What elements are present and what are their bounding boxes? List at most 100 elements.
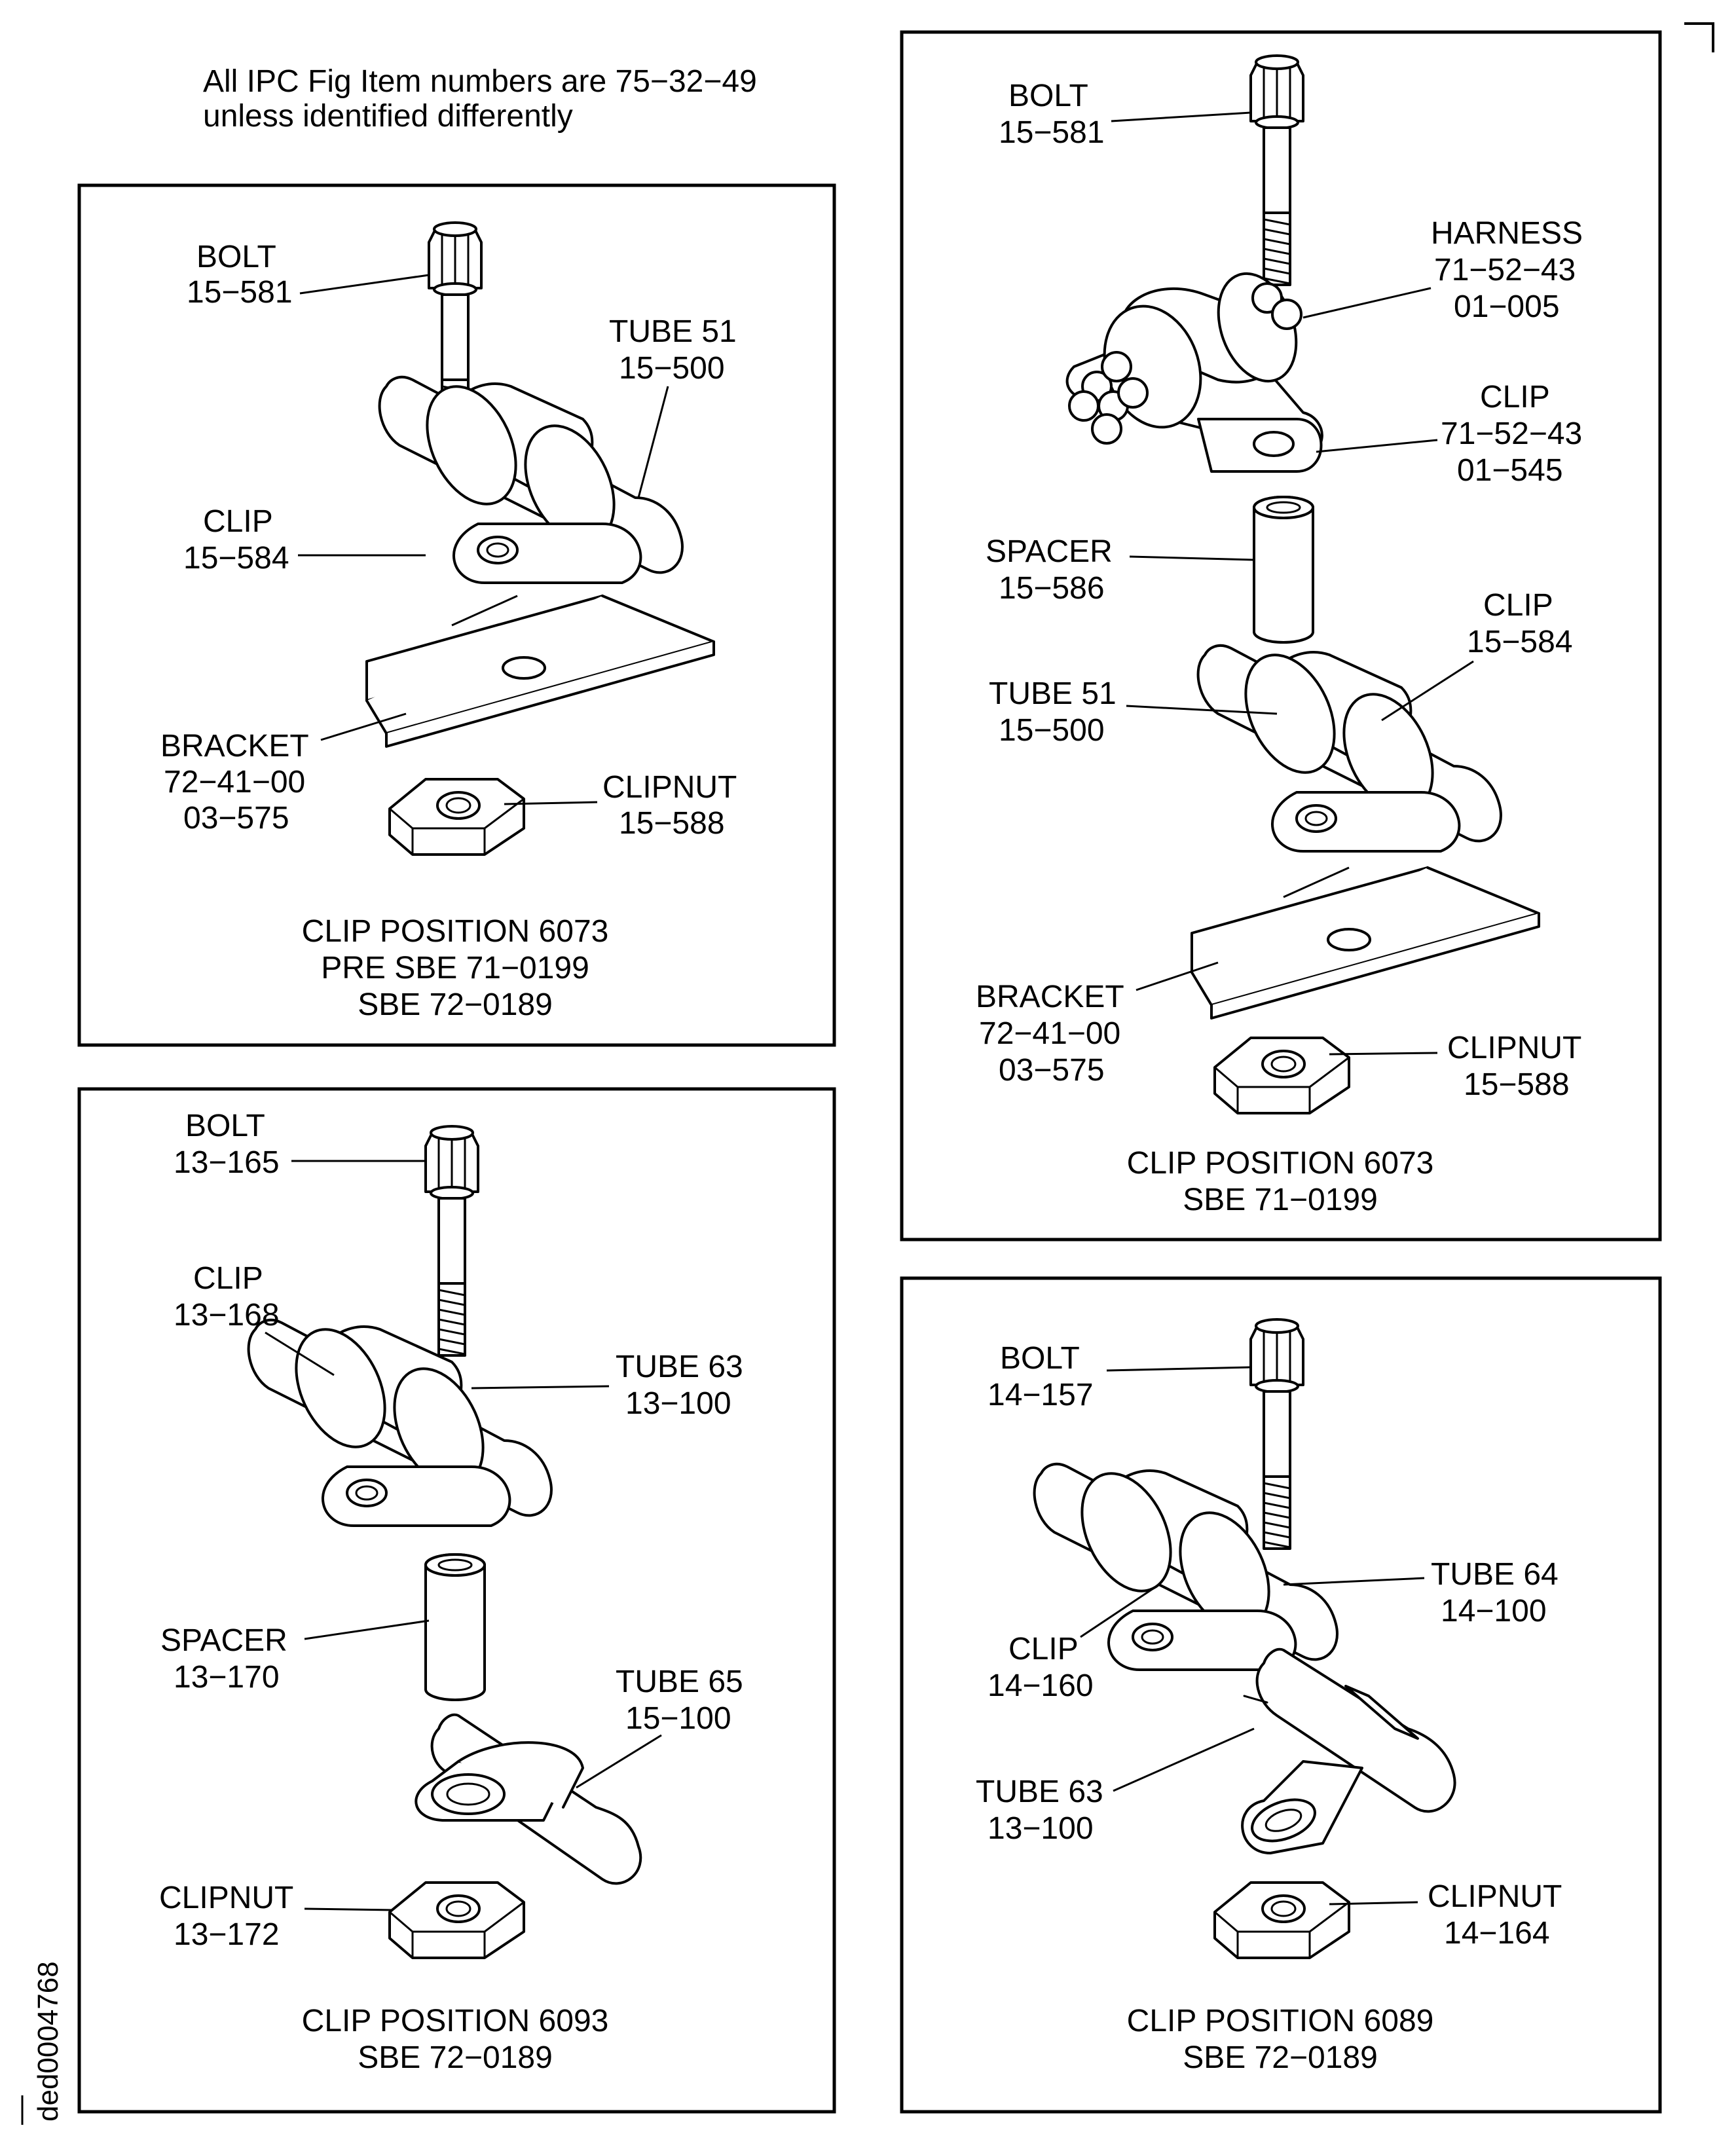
bracket-part	[365, 595, 715, 748]
tube65-label: TUBE 65	[616, 1665, 743, 1699]
clipnut-number: 14−164	[1444, 1916, 1550, 1951]
clip-a-number-1: 71−52−43	[1441, 416, 1582, 451]
caption-line-1: CLIP POSITION 6093	[302, 2004, 609, 2038]
clipnut-part	[388, 778, 525, 856]
tube63-leader	[471, 1385, 610, 1389]
clip-a-number-2: 01−545	[1457, 453, 1563, 488]
clipnut-leader	[304, 1907, 394, 1911]
harness-number-2: 01−005	[1454, 289, 1560, 324]
clip-tube-part	[1033, 1458, 1339, 1671]
tube63-clip-part	[1241, 1647, 1456, 1854]
corner-mark	[1684, 22, 1714, 52]
spacer-number: 13−170	[174, 1660, 280, 1695]
harness-clip-part	[1065, 272, 1323, 473]
clipnut-number: 15−588	[1464, 1067, 1570, 1102]
bracket-label: BRACKET	[160, 729, 309, 763]
bolt-number: 15−581	[999, 115, 1105, 150]
tube64-label: TUBE 64	[1431, 1557, 1559, 1592]
bolt-leader	[1106, 1366, 1251, 1372]
clipnut-part	[1213, 1037, 1350, 1114]
bolt-part	[1249, 1318, 1304, 1550]
figure-id: ded0004768	[32, 1961, 64, 2122]
tube63-number: 13−100	[625, 1386, 731, 1421]
tube63-label: TUBE 63	[616, 1350, 743, 1384]
caption-line-1: CLIP POSITION 6089	[1127, 2004, 1434, 2038]
tube-number: 15−500	[619, 351, 725, 386]
bracket-number-2: 03−575	[999, 1053, 1105, 1088]
clipnut-label: CLIPNUT	[1428, 1879, 1562, 1914]
spacer-leader	[304, 1619, 430, 1640]
clip-label: CLIP	[203, 504, 273, 539]
clipnut-label: CLIPNUT	[1447, 1031, 1581, 1065]
tube-leader	[1126, 705, 1278, 715]
caption-line-2: SBE 72−0189	[358, 2040, 553, 2075]
panel-frame	[900, 1276, 1662, 2114]
caption-line-1: CLIP POSITION 6073	[302, 914, 609, 949]
clipnut-number: 15−588	[619, 806, 725, 841]
spacer-label: SPACER	[160, 1623, 287, 1658]
note-line-1: All IPC Fig Item numbers are 75−32−49	[203, 64, 757, 99]
clip-leader	[265, 1331, 335, 1376]
tube-leader	[637, 386, 669, 498]
clip-b-leader	[1381, 660, 1474, 722]
caption-line-2: PRE SBE 71−0199	[321, 951, 589, 985]
bracket-number-1: 72−41−00	[979, 1016, 1120, 1051]
clip-b-number: 15−584	[1467, 625, 1573, 659]
tube63-label: TUBE 63	[976, 1775, 1103, 1809]
tube65-leader	[576, 1734, 662, 1789]
bolt-label: BOLT	[1008, 79, 1088, 113]
bracket-label: BRACKET	[976, 980, 1124, 1014]
tube64-leader	[1283, 1577, 1425, 1586]
bolt-part	[1249, 54, 1304, 286]
clip-tube-part	[247, 1314, 553, 1527]
bracket-edge	[451, 595, 518, 627]
clip-number: 13−168	[174, 1298, 280, 1333]
tube65-clip-part	[415, 1713, 642, 1885]
bolt-number: 15−581	[187, 275, 293, 310]
bolt-label: BOLT	[196, 240, 276, 274]
bolt-leader	[1111, 111, 1251, 122]
tube64-number: 14−100	[1441, 1594, 1547, 1628]
harness-leader	[1302, 287, 1431, 319]
clipnut-part	[388, 1881, 525, 1959]
panel-frame	[900, 30, 1662, 1242]
tube65-number: 15−100	[625, 1701, 731, 1736]
bolt-label: BOLT	[185, 1109, 265, 1143]
clip-a-leader	[1316, 439, 1438, 453]
clipnut-number: 13−172	[174, 1917, 280, 1952]
caption-line-3: SBE 72−0189	[358, 987, 553, 1022]
spacer-leader	[1129, 555, 1255, 561]
clip-label: CLIP	[193, 1261, 263, 1296]
tube-label: TUBE 51	[989, 676, 1117, 711]
bolt-label: BOLT	[1000, 1341, 1080, 1376]
spacer-label: SPACER	[986, 534, 1113, 569]
tube-label: TUBE 51	[609, 314, 737, 349]
clip-tube-part	[378, 371, 684, 584]
caption-line-1: CLIP POSITION 6073	[1127, 1146, 1434, 1181]
bolt-number: 13−165	[174, 1145, 280, 1180]
panel-frame	[77, 1087, 836, 2114]
clipnut-leader	[1329, 1052, 1438, 1056]
clip-leader	[1080, 1583, 1160, 1638]
harness-number-1: 71−52−43	[1434, 253, 1576, 287]
clip-b-label: CLIP	[1483, 588, 1553, 623]
clipnut-leader	[504, 801, 598, 805]
panel-top-right: BOLT 15−581 HARNESS 71−52−43 01−005 CLIP…	[900, 30, 1662, 1242]
clipnut-part	[1213, 1881, 1350, 1959]
tube63-number: 13−100	[988, 1811, 1094, 1846]
bracket-leader	[1136, 961, 1219, 991]
panel-bottom-left: BOLT 13−165 CLIP 13−168 TUBE 63 13−100 S…	[77, 1087, 836, 2114]
caption-line-2: SBE 71−0199	[1183, 1183, 1378, 1217]
bolt-leader	[299, 274, 430, 295]
spacer-part	[424, 1553, 486, 1701]
clip-number: 15−584	[183, 541, 289, 576]
clipnut-leader	[1329, 1901, 1418, 1905]
bolt-number: 14−157	[988, 1378, 1094, 1412]
clip-label: CLIP	[1008, 1632, 1079, 1666]
tube63-leader	[1113, 1727, 1255, 1792]
panel-frame	[77, 183, 836, 1047]
spacer-number: 15−586	[999, 571, 1105, 606]
clipnut-label: CLIPNUT	[159, 1881, 293, 1915]
clip-a-label: CLIP	[1480, 380, 1550, 414]
